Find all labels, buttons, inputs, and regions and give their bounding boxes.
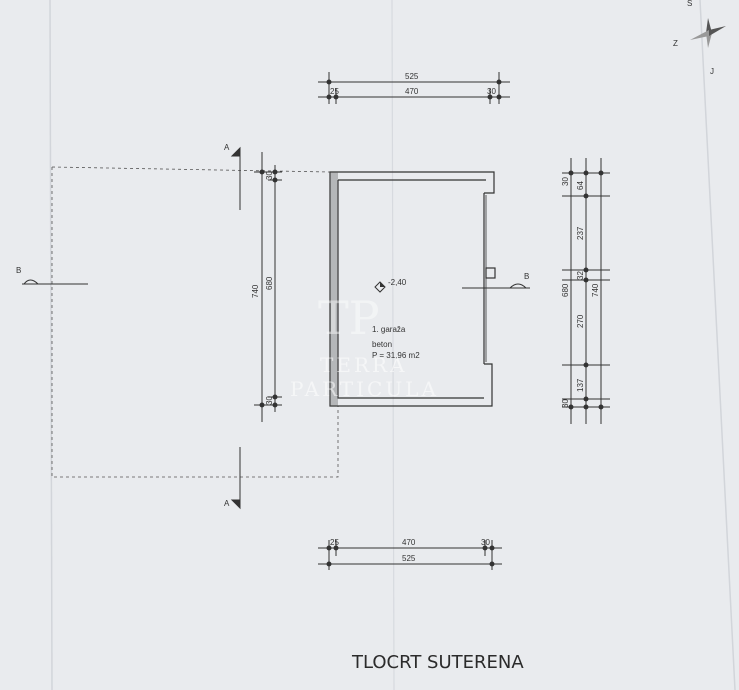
- dim-top-inner: 470: [405, 87, 419, 96]
- watermark-line2: PARTICULA: [290, 377, 439, 401]
- section-b-left-label: B: [16, 266, 21, 275]
- paper-fold: [49, 0, 53, 690]
- section-b-right-mark: [462, 283, 530, 289]
- section-a-top-mark: [230, 146, 241, 210]
- dimension-right: [562, 158, 610, 424]
- watermark-line1: TERRA: [320, 353, 408, 377]
- room-area: P = 31,96 m2: [372, 351, 420, 360]
- drawing-title: TLOCRT SUTERENA: [351, 652, 524, 673]
- section-a-bottom-mark: [230, 447, 241, 510]
- section-b-right-label: B: [524, 272, 529, 281]
- dim-right-bottom: 30: [561, 399, 570, 408]
- paper-fold: [699, 0, 736, 690]
- compass-west: Z: [673, 39, 678, 48]
- dimension-bottom: [318, 540, 502, 570]
- dim-bottom-overall: 525: [402, 554, 416, 563]
- dim-right-seg4: 270: [576, 314, 585, 328]
- level-marker-value: -2,40: [388, 278, 407, 287]
- dim-right-seg3: 32: [576, 271, 585, 280]
- dim-left-overall: 740: [251, 284, 260, 298]
- dim-right-top: 30: [561, 177, 570, 186]
- compass-icon: S Z J: [673, 0, 726, 76]
- watermark-logo: TP: [318, 291, 380, 345]
- compass-north: S: [687, 0, 692, 8]
- level-marker-icon: [374, 281, 386, 293]
- dim-left-inner: 680: [265, 276, 274, 290]
- dim-right-seg5: 137: [576, 378, 585, 392]
- section-b-left-mark: [22, 279, 88, 285]
- section-a-top-label: A: [224, 143, 230, 152]
- dim-bottom-inner: 470: [402, 538, 416, 547]
- dim-top-wall-right: 30: [487, 87, 496, 96]
- garage-wall-fill: [330, 172, 338, 406]
- dim-right-inner: 680: [561, 283, 570, 297]
- dim-bottom-wall-right: 30: [481, 538, 490, 547]
- paper-fold: [391, 0, 395, 690]
- dim-right-seg1: 64: [576, 181, 585, 190]
- dim-top-overall: 525: [405, 72, 419, 81]
- dim-top-wall-left: 25: [330, 87, 339, 96]
- dim-left-bottom: 30: [265, 396, 274, 405]
- section-a-bottom-label: A: [224, 499, 230, 508]
- room-name: 1. garaža: [372, 325, 406, 334]
- dimension-left: [254, 152, 282, 422]
- dim-left-top: 30: [265, 171, 274, 180]
- dimension-top: [318, 72, 510, 104]
- room-floor: beton: [372, 340, 392, 349]
- dim-right-seg2: 237: [576, 226, 585, 240]
- dim-right-overall: 740: [591, 283, 600, 297]
- dashed-outline: [51, 166, 339, 478]
- compass-south: J: [710, 67, 714, 76]
- dim-bottom-wall-left: 25: [330, 538, 339, 547]
- garage-walls: [329, 171, 496, 407]
